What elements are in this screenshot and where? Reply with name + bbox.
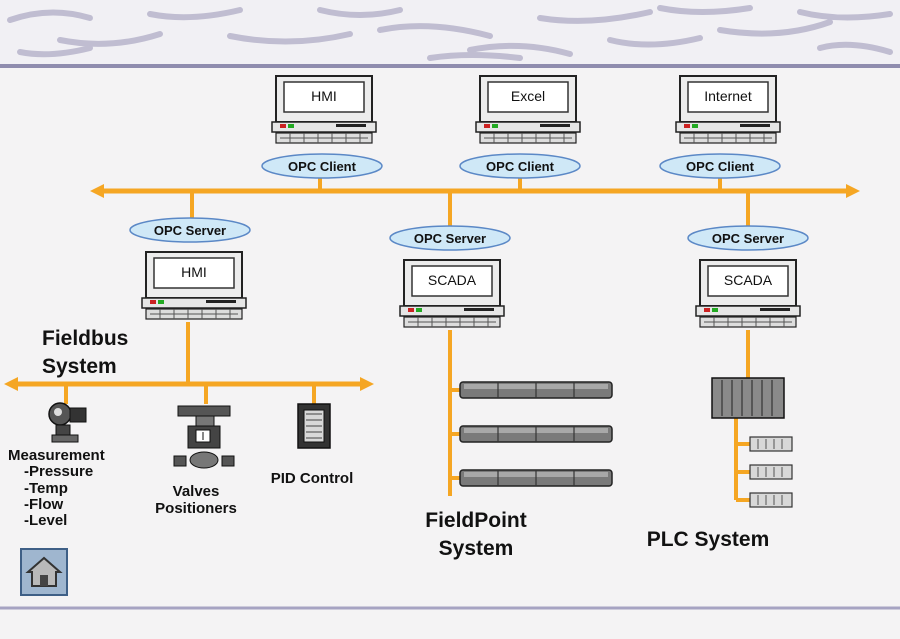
- measurement-item: -Temp: [24, 480, 68, 497]
- transmitter-icon: [48, 402, 87, 443]
- measurement-item: -Level: [24, 512, 67, 529]
- plc-scada-server-computer: [695, 259, 801, 328]
- home-icon: [25, 556, 63, 587]
- measurement-item: -Flow: [24, 496, 63, 513]
- opc-client-badge: OPC Client: [486, 159, 555, 174]
- server-screen-label: HMI: [181, 264, 207, 280]
- pid-controller-icon: [297, 403, 331, 449]
- plc-io-module-3: [749, 492, 793, 508]
- fieldpoint-title: FieldPoint: [425, 509, 527, 532]
- fieldpoint-module-2: [459, 425, 613, 443]
- opc-client-badge: OPC Client: [686, 159, 755, 174]
- measurement-item: -Pressure: [24, 463, 93, 480]
- opc-badges: [129, 153, 809, 251]
- measurement-label: Measurement: [8, 447, 105, 464]
- client-screen-label: Excel: [511, 88, 545, 104]
- client-screen-label: HMI: [311, 88, 337, 104]
- opc-server-badge: OPC Server: [154, 223, 226, 238]
- plc-io-module-2: [749, 464, 793, 480]
- valves-label: Positioners: [155, 500, 237, 517]
- pid-label: PID Control: [271, 470, 354, 487]
- hmi-server-computer: [141, 251, 247, 320]
- internet-client-computer: [675, 75, 781, 144]
- plc-wiring: [734, 330, 750, 502]
- client-screen-label: Internet: [704, 88, 752, 104]
- hmi-client-computer: [271, 75, 377, 144]
- server-screen-label: SCADA: [724, 272, 773, 288]
- plc-title: PLC System: [647, 528, 770, 551]
- opc-server-badge: OPC Server: [712, 231, 784, 246]
- scada-server-computer: [399, 259, 505, 328]
- fieldpoint-module-1: [459, 381, 613, 399]
- bus-arrow-right: [846, 184, 860, 198]
- excel-client-computer: [475, 75, 581, 144]
- fieldbus-title: Fieldbus: [42, 327, 128, 350]
- bus-arrow-left: [90, 184, 104, 198]
- fieldbus-arrow-right: [360, 377, 374, 391]
- valve-positioner-icon: [173, 405, 235, 469]
- opc-client-badge: OPC Client: [288, 159, 357, 174]
- plc-io-module-1: [749, 436, 793, 452]
- plc-rack-icon: [711, 377, 785, 419]
- home-button[interactable]: [20, 548, 68, 596]
- fieldbus-title: System: [42, 355, 117, 378]
- fieldbus-device-drops: [64, 384, 316, 404]
- valves-label: Valves: [173, 483, 220, 500]
- fieldpoint-title: System: [439, 537, 514, 560]
- fieldpoint-module-3: [459, 469, 613, 487]
- header-band: [0, 0, 900, 68]
- client-drops: [190, 176, 750, 228]
- fieldbus-arrow-left: [4, 377, 18, 391]
- server-screen-label: SCADA: [428, 272, 477, 288]
- opc-server-badge: OPC Server: [414, 231, 486, 246]
